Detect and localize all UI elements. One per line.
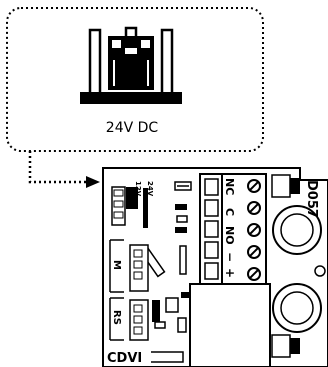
jumper-label-12v: 12V xyxy=(134,181,142,197)
jumper-illustration xyxy=(80,26,182,104)
terminal-label-c: C xyxy=(223,208,236,216)
jumper-label-24v: 24V xyxy=(146,181,154,197)
led-top xyxy=(271,174,300,198)
callout-bubble xyxy=(6,7,264,152)
connector-label-rs: RS xyxy=(111,310,122,325)
voltage-label: 24V DC xyxy=(106,120,159,136)
terminal-label-plus: + xyxy=(223,268,237,278)
circuit-board: 12V 24V M RS CDVI xyxy=(102,167,328,367)
pointer-line xyxy=(28,151,88,184)
terminal-label-minus: − xyxy=(223,252,237,262)
terminal-label-nc: NC xyxy=(223,178,236,195)
ic-chip xyxy=(152,300,160,322)
model-label: D057 xyxy=(304,180,319,218)
terminal-screws xyxy=(247,179,261,281)
brand-label: CDVI xyxy=(107,351,142,366)
connector-label-m: M xyxy=(111,260,122,270)
terminal-label-no: NO xyxy=(223,226,236,245)
relay-block xyxy=(189,283,271,367)
pointer-arrowhead xyxy=(86,176,100,188)
led-bottom xyxy=(271,334,300,358)
